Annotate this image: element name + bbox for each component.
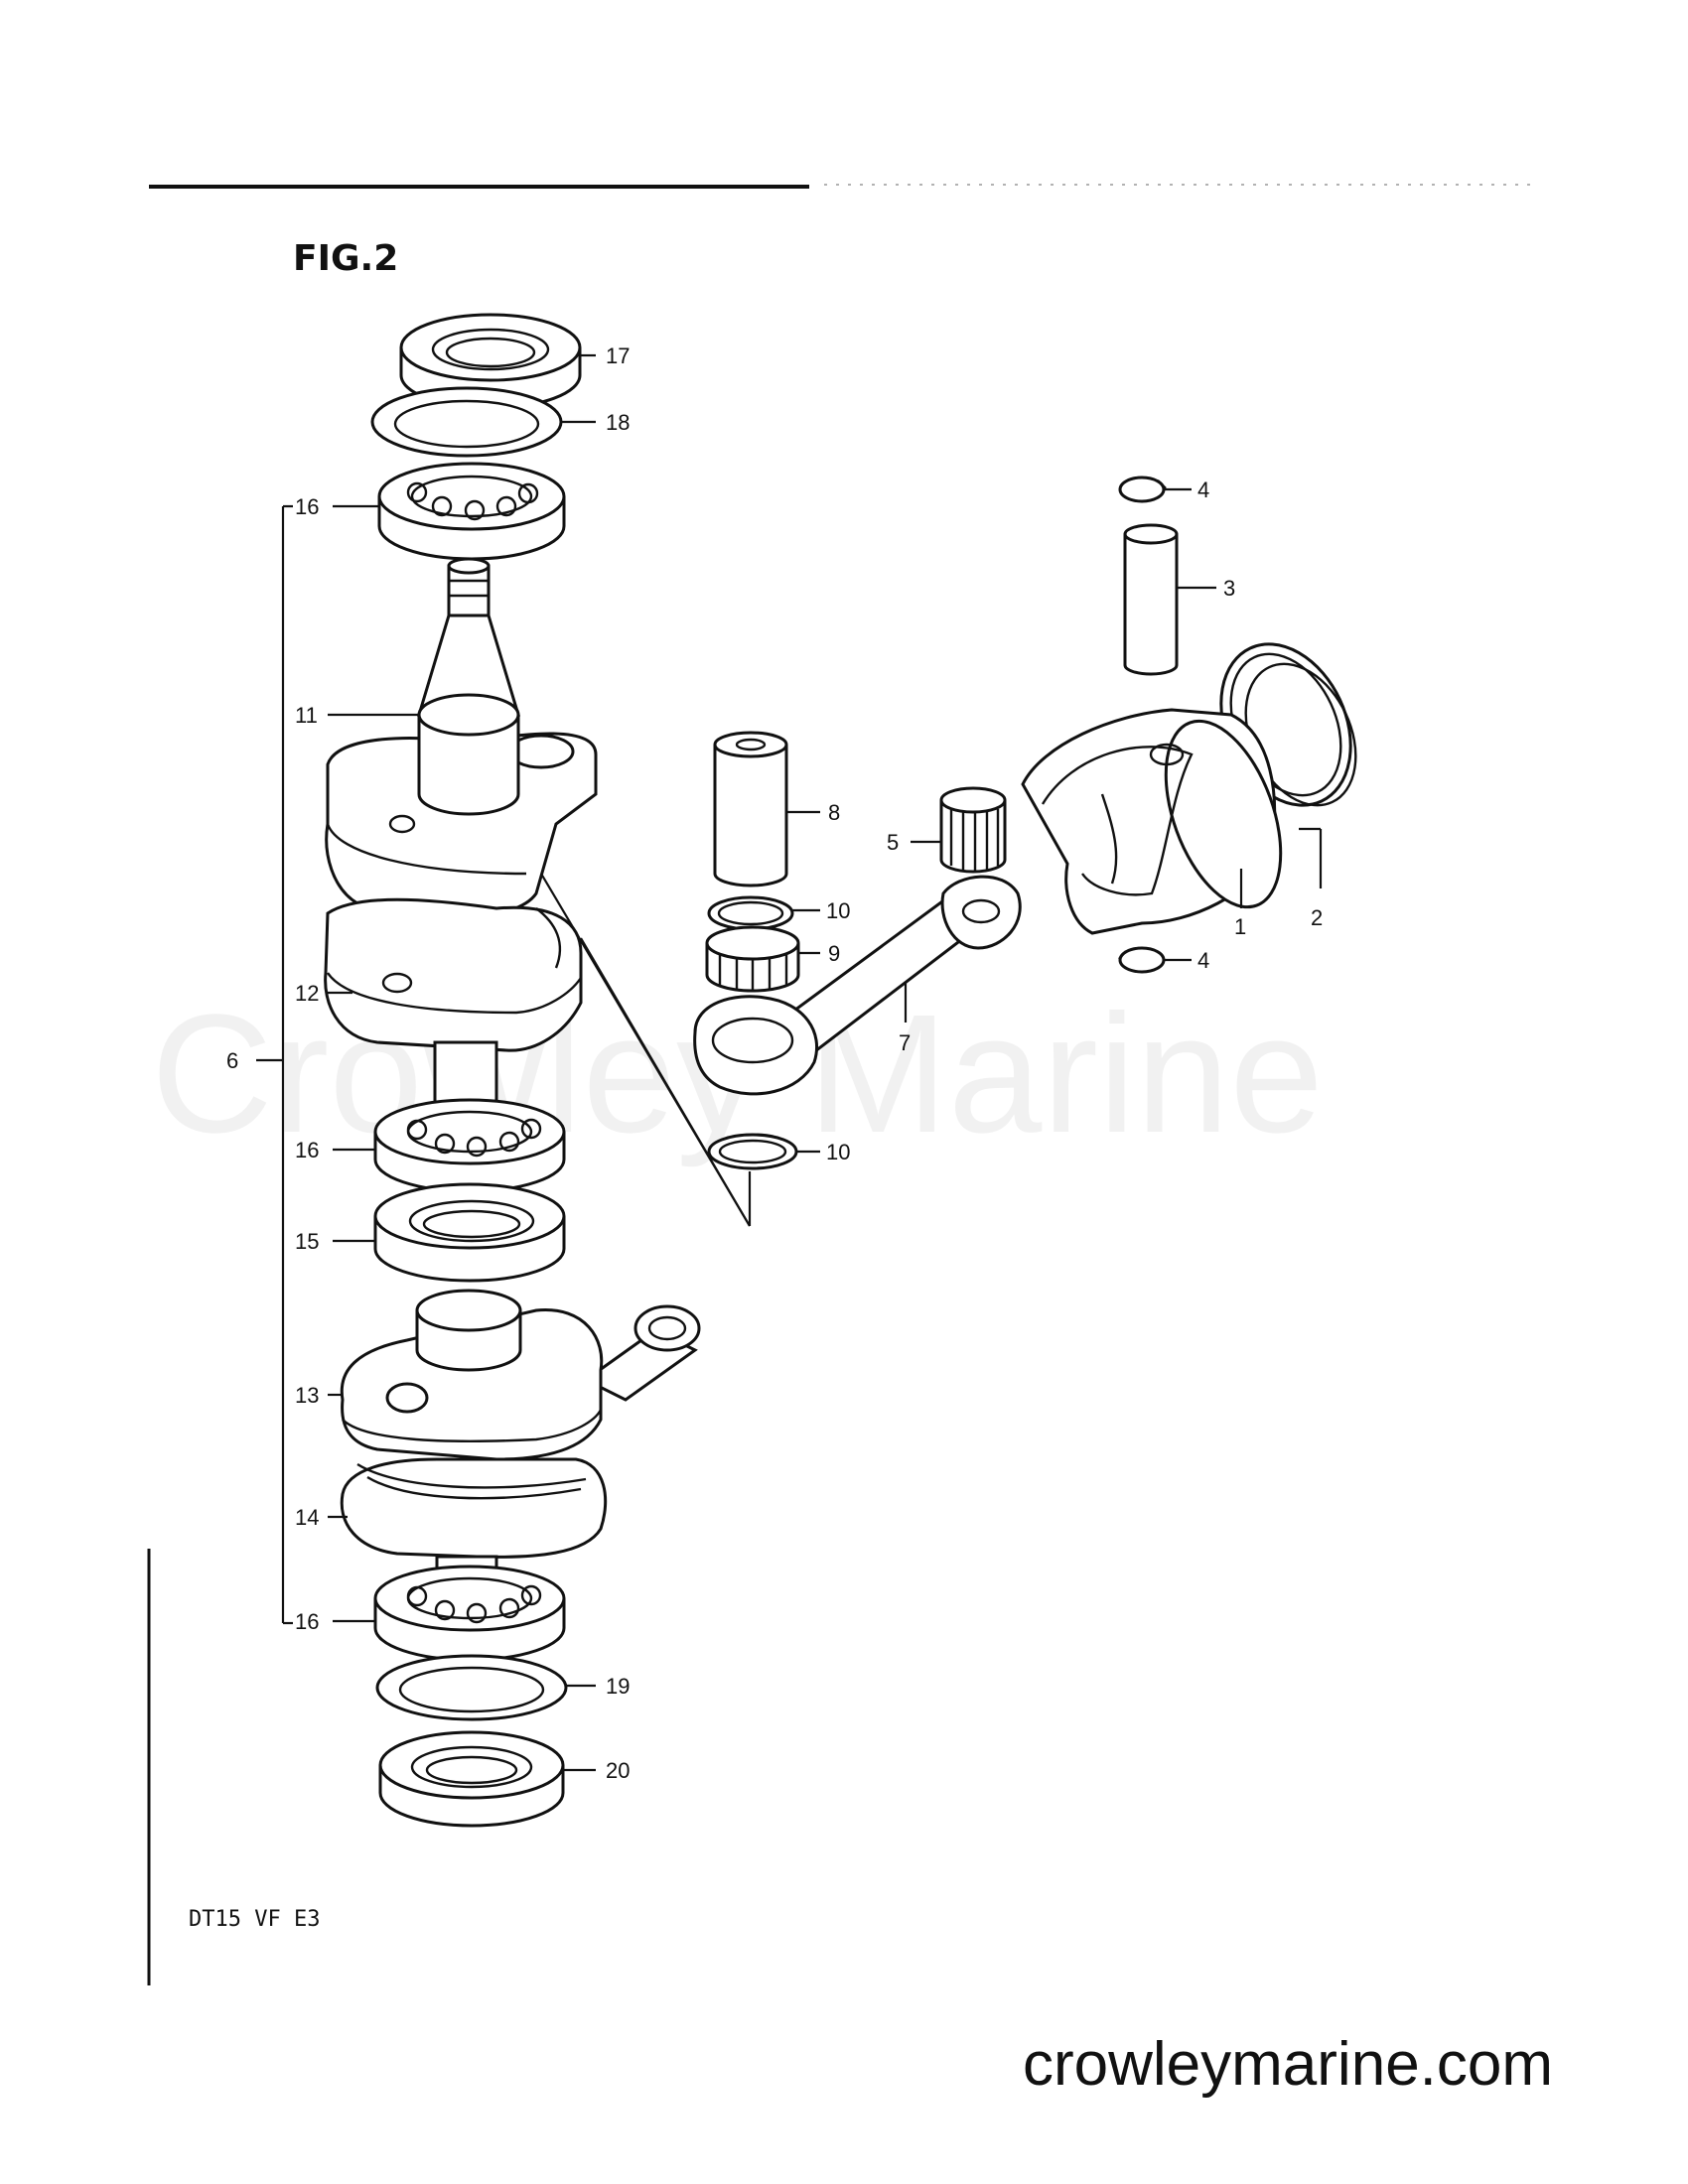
callout-13: 13 (295, 1383, 319, 1408)
callout-16-top: 16 (295, 494, 319, 519)
callout-6: 6 (226, 1048, 238, 1073)
part-16-bearing-middle[interactable] (373, 1098, 566, 1193)
callout-19: 19 (606, 1674, 630, 1699)
part-18-shim[interactable] (370, 386, 563, 458)
part-12-crank-web[interactable] (324, 897, 583, 1052)
callout-2: 2 (1311, 905, 1323, 930)
callout-17: 17 (606, 343, 630, 368)
callout-9: 9 (828, 941, 840, 966)
callout-18: 18 (606, 410, 630, 435)
part-9-needle-bearing[interactable] (705, 925, 800, 993)
part-8-crank-pin[interactable] (713, 731, 788, 887)
part-20-oil-seal[interactable] (378, 1730, 565, 1828)
part-19-shim[interactable] (375, 1654, 568, 1721)
figure-title: FIG.2 (293, 238, 398, 279)
callout-16-bottom: 16 (295, 1609, 319, 1634)
callout-10-lower: 10 (826, 1140, 850, 1164)
callout-1: 1 (1234, 914, 1246, 939)
part-16-bearing-top[interactable] (377, 462, 566, 561)
part-10-washer-upper[interactable] (707, 895, 794, 931)
callout-16-middle: 16 (295, 1138, 319, 1162)
callout-4-top: 4 (1197, 478, 1209, 502)
part-5-needle-bearing[interactable] (939, 786, 1007, 874)
callout-15: 15 (295, 1229, 319, 1254)
leader-lines (328, 353, 1323, 1772)
part-4-circlip-top[interactable] (1118, 476, 1167, 503)
callout-7: 7 (899, 1030, 911, 1055)
part-7-connecting-rod[interactable] (693, 875, 1022, 1096)
part-3-piston-pin[interactable] (1123, 523, 1179, 676)
assembly-guide-lines (540, 873, 752, 1227)
part-16-bearing-bottom[interactable] (373, 1565, 566, 1662)
part-10-washer-lower[interactable] (707, 1133, 798, 1170)
part-4-circlip-bottom[interactable] (1118, 946, 1166, 974)
part-15-seal[interactable] (373, 1182, 566, 1283)
callout-12: 12 (295, 981, 319, 1006)
part-1-piston[interactable] (1021, 706, 1304, 935)
callout-5: 5 (887, 830, 899, 855)
callout-10-upper: 10 (826, 898, 850, 923)
callout-3: 3 (1223, 576, 1235, 601)
callout-8: 8 (828, 800, 840, 825)
part-13-crank-web[interactable] (340, 1289, 701, 1461)
callout-11: 11 (295, 703, 318, 728)
group-bracket-6 (256, 504, 293, 1625)
callout-4-bottom: 4 (1197, 948, 1209, 973)
model-code: DT15 VF E3 (189, 1907, 320, 1932)
callout-14: 14 (295, 1505, 319, 1530)
part-11-crankshaft-upper[interactable] (325, 557, 598, 921)
callout-20: 20 (606, 1758, 630, 1783)
part-17-oil-seal[interactable] (399, 313, 582, 410)
site-url[interactable]: crowleymarine.com (1023, 2030, 1553, 2099)
